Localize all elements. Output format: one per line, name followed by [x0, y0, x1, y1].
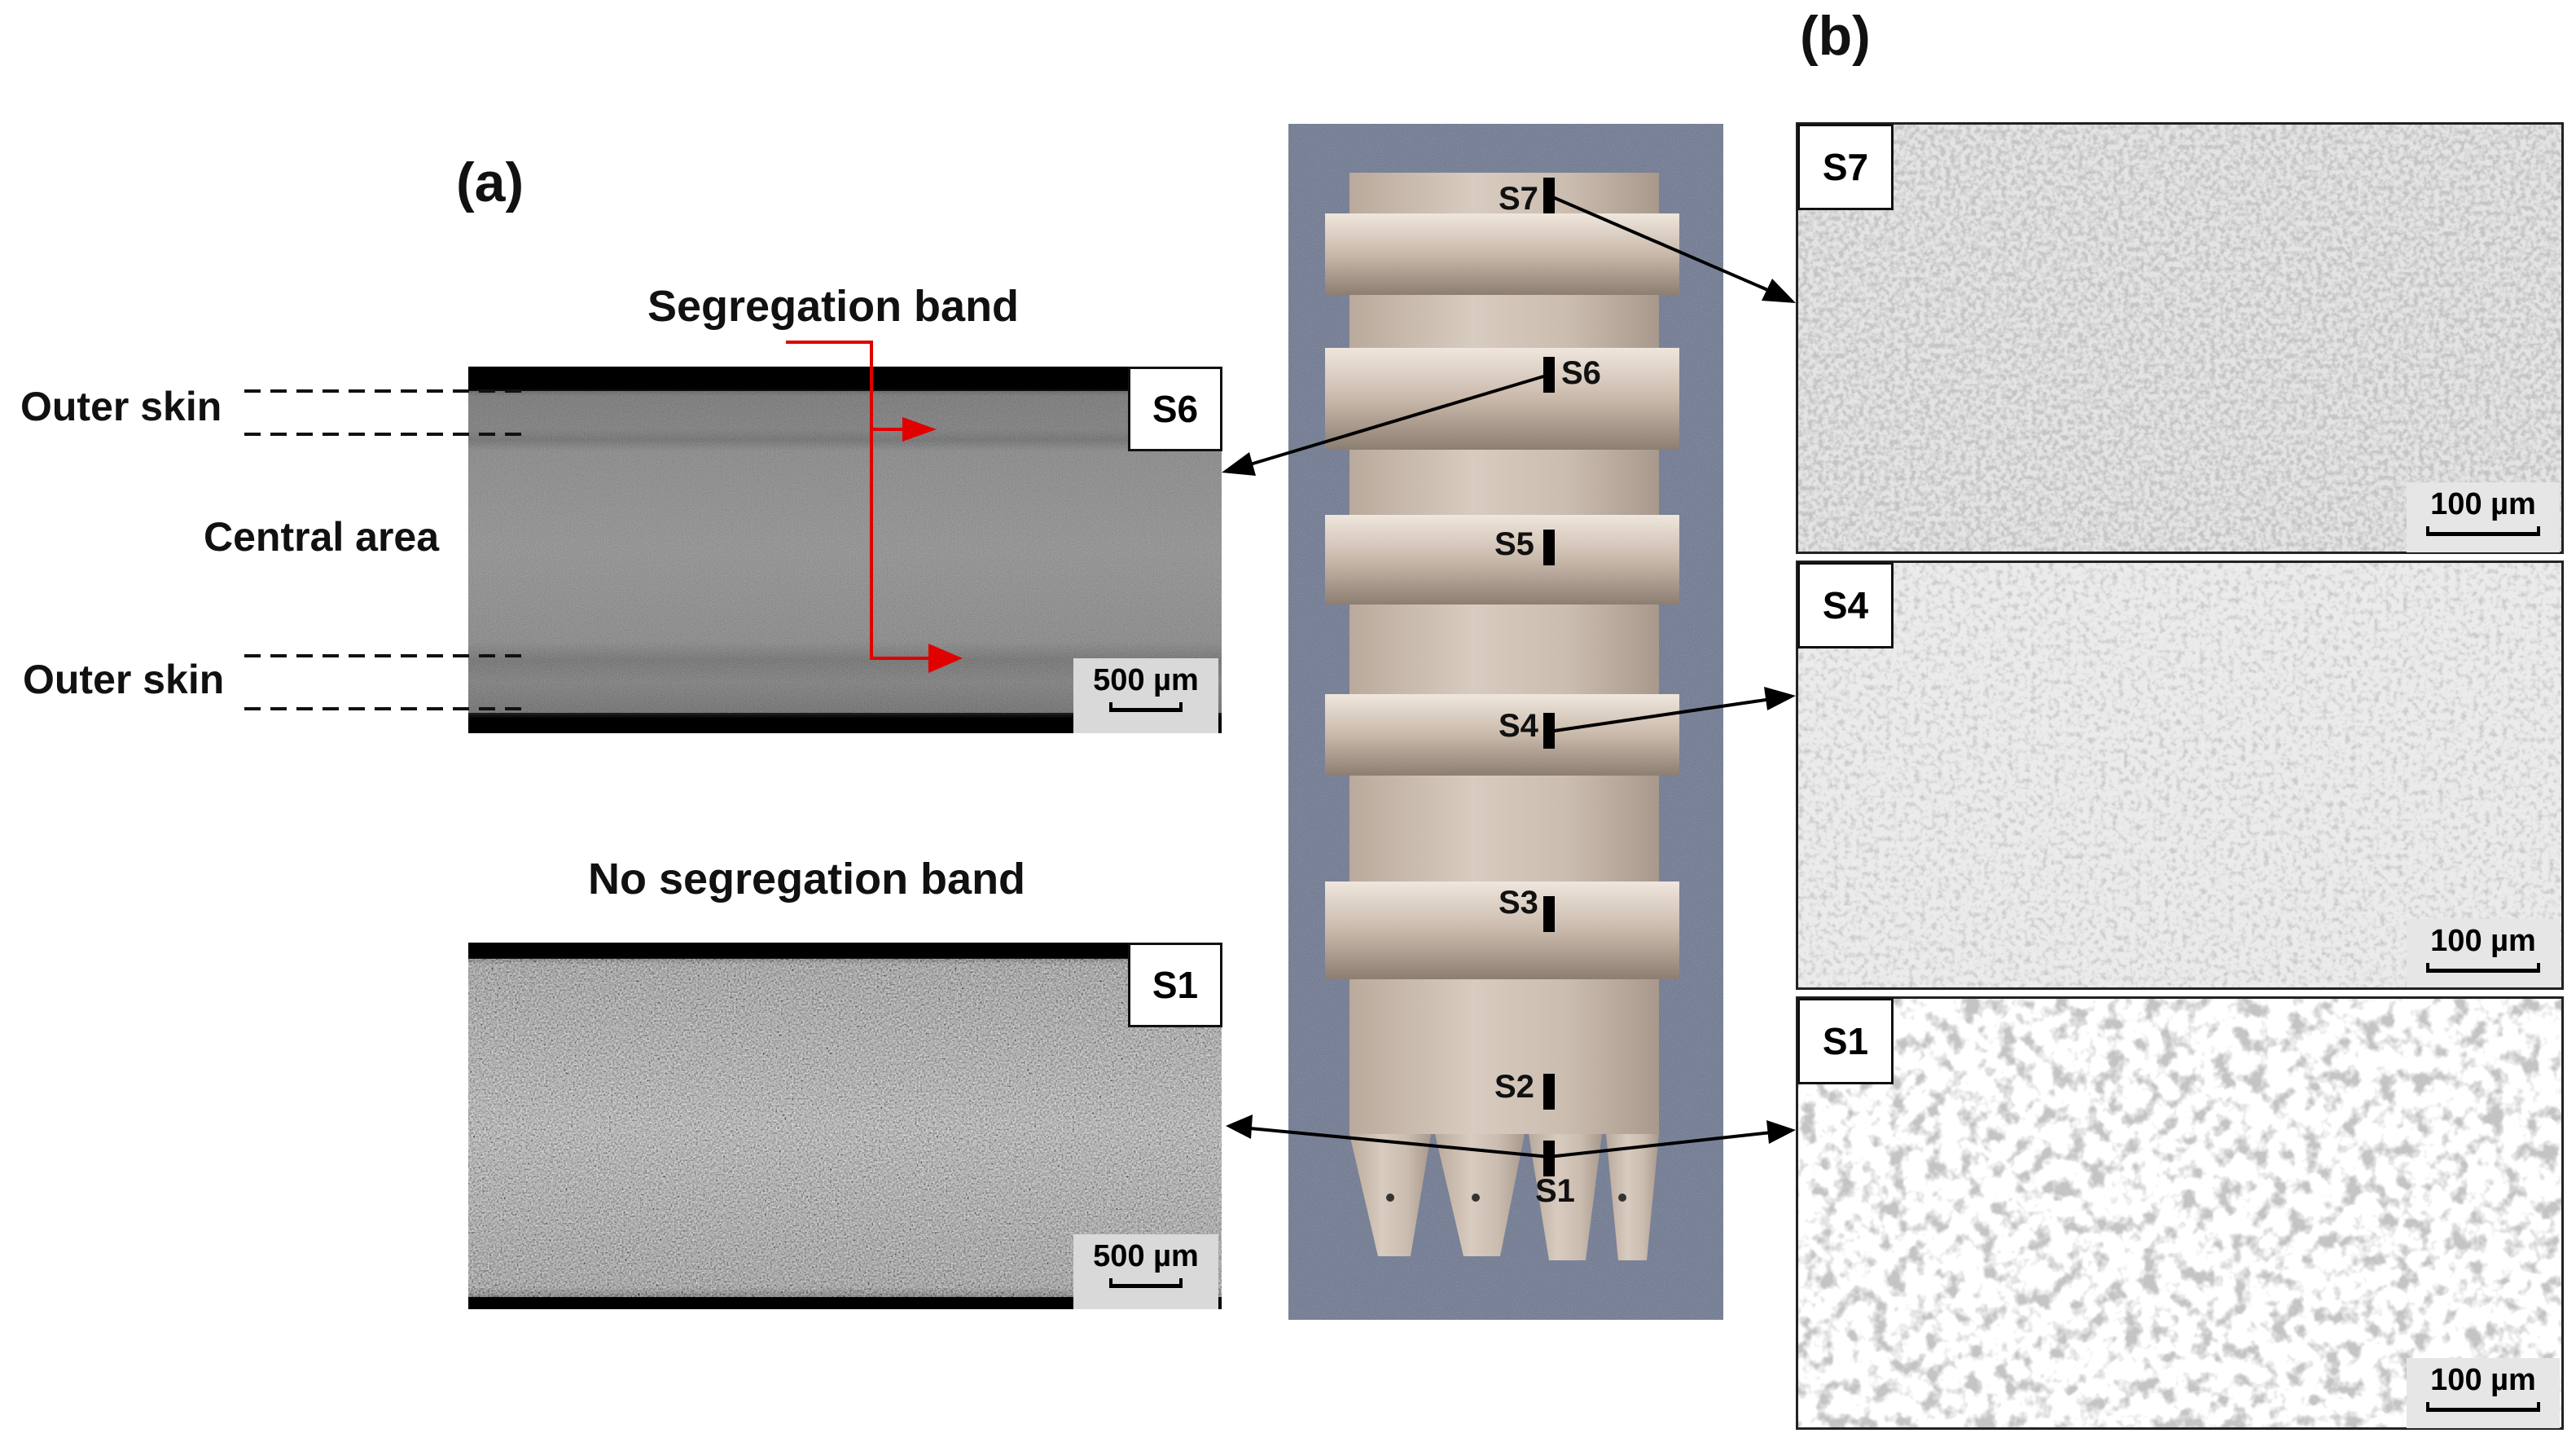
s7-tag: S7 — [1797, 124, 1894, 210]
scale-bar-s1-right-line — [2426, 1402, 2540, 1412]
scale-bar-s4-label: 100 µm — [2430, 924, 2536, 958]
marker-s3 — [1543, 896, 1555, 932]
scale-bar-s1-left: 500 µm — [1073, 1234, 1218, 1309]
marker-s7 — [1543, 178, 1555, 213]
scale-bar-s7: 100 µm — [2407, 482, 2560, 552]
scale-bar-s1-right-label: 100 µm — [2430, 1363, 2536, 1397]
position-label-s1: S1 — [1535, 1173, 1575, 1209]
marker-s1 — [1543, 1141, 1555, 1176]
s4-tag: S4 — [1797, 562, 1894, 648]
position-label-s7: S7 — [1499, 181, 1538, 217]
position-label-s2: S2 — [1494, 1069, 1534, 1105]
scale-bar-s6: 500 µm — [1073, 658, 1218, 733]
position-label-s4: S4 — [1499, 708, 1538, 744]
panel-b-label: (b) — [1800, 5, 1871, 67]
panel-a-label: (a) — [456, 152, 524, 213]
scale-bar-s1-right: 100 µm — [2407, 1358, 2560, 1428]
arrowhead-to-s1-left — [1226, 1114, 1253, 1139]
no-segregation-caption: No segregation band — [588, 855, 1026, 903]
marker-s6 — [1543, 357, 1555, 393]
scale-bar-s6-label: 500 µm — [1093, 663, 1199, 697]
s1-tag-right: S1 — [1797, 998, 1894, 1084]
segregation-band-caption: Segregation band — [647, 282, 1020, 331]
micrograph-s7-detail — [1796, 122, 2564, 554]
scale-bar-s1-left-label: 500 µm — [1093, 1239, 1199, 1273]
scale-bar-s7-label: 100 µm — [2430, 487, 2536, 521]
arrowhead-to-s7 — [1762, 279, 1796, 303]
position-label-s3: S3 — [1499, 885, 1538, 921]
outer-skin-top-label: Outer skin — [20, 384, 222, 429]
scale-bar-s4: 100 µm — [2407, 919, 2560, 987]
scale-bar-s6-line — [1109, 702, 1183, 712]
micrograph-s4-detail — [1796, 561, 2564, 990]
s1-tag-left: S1 — [1128, 943, 1222, 1027]
scale-bar-s4-line — [2426, 963, 2540, 973]
marker-s2 — [1543, 1074, 1555, 1110]
marker-s5 — [1543, 530, 1555, 565]
scale-bar-s1-left-line — [1109, 1278, 1183, 1288]
position-label-s6: S6 — [1561, 355, 1601, 391]
marker-s4 — [1543, 713, 1555, 749]
arrowhead-to-s1-right — [1766, 1120, 1796, 1144]
outer-skin-bottom-label: Outer skin — [23, 657, 225, 702]
arrowhead-to-s4 — [1764, 687, 1796, 710]
s6-tag: S6 — [1128, 367, 1222, 451]
arrowhead-to-s6 — [1222, 452, 1256, 476]
position-label-s5: S5 — [1494, 526, 1534, 562]
scale-bar-s7-line — [2426, 526, 2540, 536]
micrograph-s1-detail — [1796, 996, 2564, 1430]
central-area-label: Central area — [204, 514, 440, 560]
